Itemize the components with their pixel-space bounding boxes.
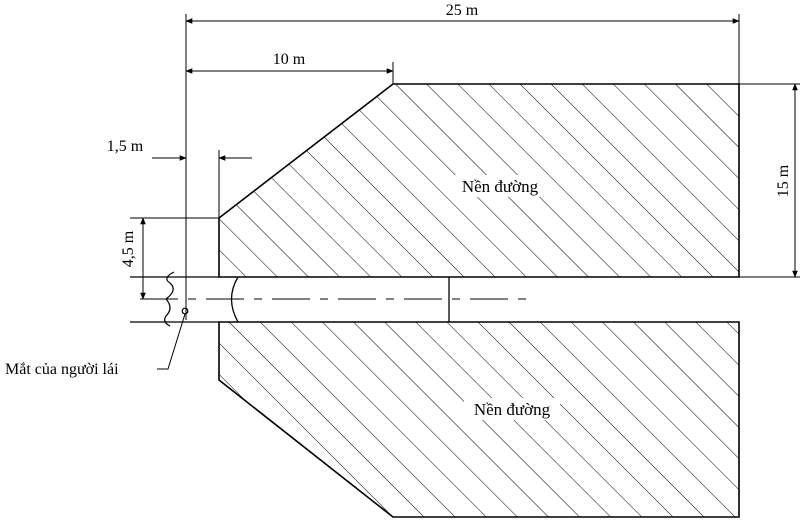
dim-total-width-label: 25 m bbox=[446, 2, 479, 19]
lower-region-label: Nền đường bbox=[474, 400, 551, 419]
upper-region-label: Nền đường bbox=[462, 177, 539, 196]
dim-road-width-label: 15 m bbox=[775, 164, 792, 197]
dim-eye-height-label: 4,5 m bbox=[120, 230, 137, 267]
driver-eye-label: Mắt của người lái bbox=[5, 361, 119, 378]
upper-region-label-bg bbox=[452, 175, 548, 197]
driver-eye-leader bbox=[157, 313, 186, 370]
driver-eye-point bbox=[181, 307, 189, 315]
dim-offset-label: 1,5 m bbox=[107, 138, 144, 155]
driver-eye-symbol bbox=[164, 271, 175, 327]
lower-region-label-bg bbox=[464, 398, 560, 420]
dim-setback-label: 10 m bbox=[273, 51, 306, 68]
